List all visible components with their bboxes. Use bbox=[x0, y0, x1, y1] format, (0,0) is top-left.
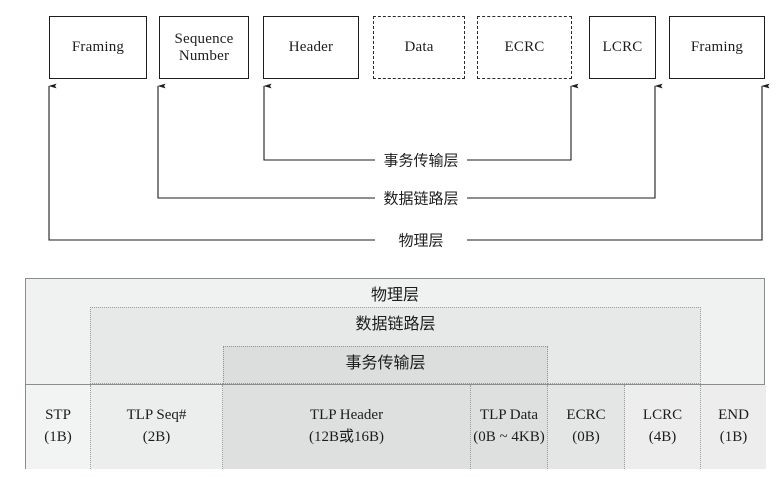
transaction-layer-callout: 事务传输层 bbox=[377, 149, 465, 171]
field-size: (2B) bbox=[142, 429, 171, 445]
physical-layer-callout: 物理层 bbox=[392, 229, 450, 251]
packet-box-lcrc: LCRC bbox=[589, 16, 656, 79]
leader-line bbox=[467, 83, 770, 241]
leader-line bbox=[48, 83, 375, 241]
field-size: (4B) bbox=[648, 429, 677, 445]
field-name: TLP Header bbox=[309, 407, 384, 424]
packet-box-ecrc: ECRC bbox=[477, 16, 572, 79]
field-lcrc: LCRC (4B) bbox=[625, 385, 701, 469]
packet-box-framing-end: Framing bbox=[669, 16, 765, 79]
field-tlp-header: TLP Header (12B或16B) bbox=[223, 385, 471, 469]
packet-box-label: ECRC bbox=[504, 39, 545, 56]
field-size: (1B) bbox=[44, 429, 72, 445]
bottom-layer-stack: 物理层 数据链路层 事务传输层 STP (1B) TLP Seq# (2B) TLP H… bbox=[25, 278, 766, 469]
transaction-layer-band: 事务传输层 bbox=[223, 346, 548, 384]
field-end: END (1B) bbox=[701, 385, 766, 469]
packet-box-header: Header bbox=[263, 16, 359, 79]
packet-box-label: Framing bbox=[71, 39, 125, 56]
packet-box-label: Header bbox=[288, 39, 334, 56]
field-size: (0B ~ 4KB) bbox=[473, 429, 545, 445]
field-size: (0B) bbox=[572, 429, 600, 445]
leader-line bbox=[467, 83, 579, 161]
field-ecrc: ECRC (0B) bbox=[548, 385, 625, 469]
packet-box-data: Data bbox=[373, 16, 465, 79]
packet-box-framing-start: Framing bbox=[49, 16, 147, 79]
physical-layer-band-label: 物理层 bbox=[370, 287, 419, 304]
leader-line bbox=[263, 83, 375, 161]
packet-field-row: STP(1B)TLP Seq#(2B)TLP Header(12B或16B)TL… bbox=[26, 384, 766, 469]
field-name: LCRC bbox=[642, 407, 683, 424]
packet-box-label: LCRC bbox=[602, 39, 643, 56]
field-name: STP bbox=[45, 407, 71, 424]
field-name: TLP Data bbox=[479, 407, 539, 424]
field-name: END bbox=[718, 407, 749, 424]
data-link-layer-band-label: 数据链路层 bbox=[355, 316, 436, 333]
field-size: (1B) bbox=[719, 429, 748, 445]
field-size: (12B或16B) bbox=[308, 429, 384, 445]
field-stp: STP (1B) bbox=[26, 385, 91, 469]
field-tlp-seq: TLP Seq# (2B) bbox=[91, 385, 223, 469]
packet-box-label: Data bbox=[404, 39, 434, 56]
transaction-layer-band-label: 事务传输层 bbox=[345, 355, 426, 372]
leader-line bbox=[467, 83, 663, 199]
field-name: ECRC bbox=[566, 407, 606, 424]
data-link-layer-callout: 数据链路层 bbox=[377, 187, 465, 209]
field-name: TLP Seq# bbox=[126, 407, 187, 424]
packet-box-label: Framing bbox=[690, 39, 744, 56]
leader-line bbox=[157, 83, 375, 199]
field-tlp-data: TLP Data (0B ~ 4KB) bbox=[471, 385, 548, 469]
